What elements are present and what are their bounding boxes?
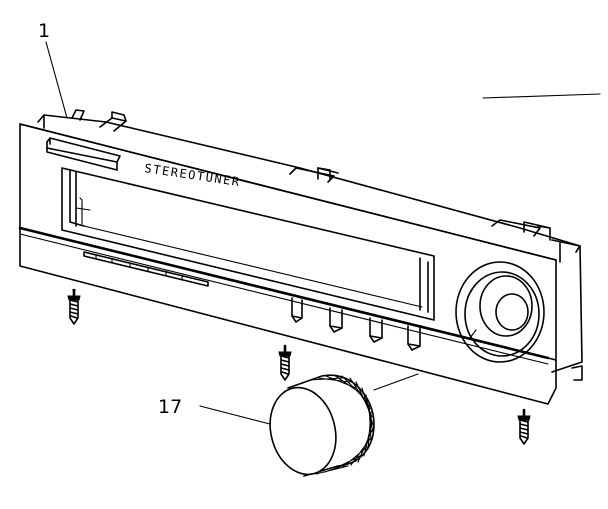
panel-brand-text: STEREOTUNER [144, 161, 242, 189]
tuning-knob [269, 374, 375, 477]
screw [278, 344, 292, 381]
push-button-group [291, 297, 421, 351]
tuning-hub [455, 261, 545, 363]
callout-leader-17 [199, 405, 271, 425]
screw [517, 408, 531, 445]
callout-label-1: 1 [38, 20, 50, 42]
leader-line-right [482, 93, 601, 99]
callout-label-17: 17 [158, 396, 182, 418]
callout-leader-1 [45, 41, 68, 119]
knob-assembly-leader [373, 373, 419, 391]
front-panel-assembly: STEREOTUNER [18, 109, 583, 405]
screw [67, 288, 81, 325]
